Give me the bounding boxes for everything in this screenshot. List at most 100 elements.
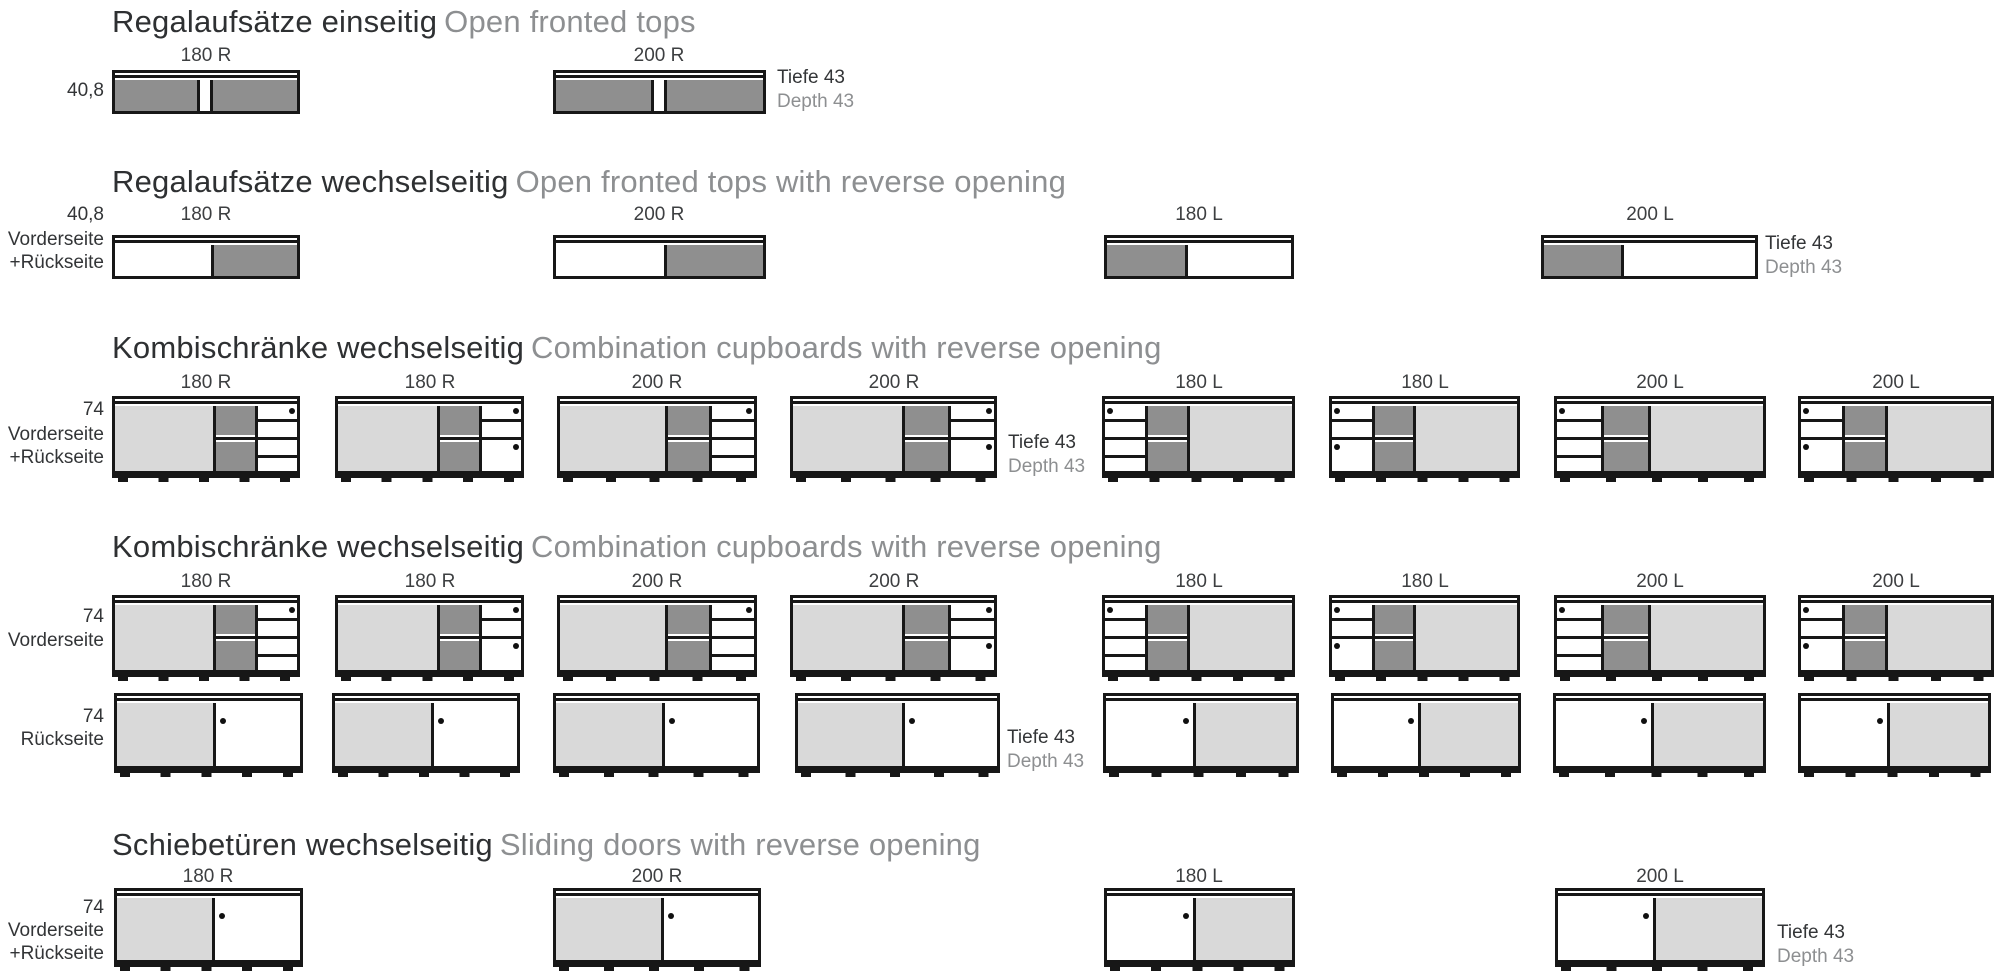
drawer <box>1801 623 1842 635</box>
shelf-gap <box>1148 435 1188 442</box>
drawer <box>257 442 297 453</box>
drawer-column <box>1557 406 1602 471</box>
drawer <box>1801 605 1842 617</box>
door-panel <box>338 406 440 471</box>
depth-label-en: Depth 43 <box>1008 456 1086 477</box>
handle-dot <box>289 607 295 613</box>
diagram-combi-200l-drawers <box>1554 396 1766 482</box>
sliding-door-white <box>1106 703 1197 766</box>
diagram-slide-back-180r <box>114 693 303 777</box>
mid-door <box>667 641 710 670</box>
drawer-gap <box>1801 417 1842 425</box>
drawer-gap <box>481 417 522 425</box>
small-door <box>950 442 994 472</box>
bottom-edge <box>560 471 754 475</box>
top-edge <box>1106 696 1296 703</box>
handle-dot <box>219 912 226 919</box>
top-edge <box>1105 598 1292 605</box>
handle-dot <box>513 444 519 451</box>
feet <box>563 478 751 482</box>
drawer <box>257 406 297 417</box>
top-edge <box>115 399 297 406</box>
top-edge <box>1105 399 1292 406</box>
size-label: 180 R <box>404 372 456 393</box>
depth-label-en: Depth 43 <box>777 91 855 112</box>
size-label: 180 R <box>180 571 232 592</box>
diagram-combi-200l-drawers <box>1554 595 1766 681</box>
mid-door <box>1374 442 1414 471</box>
sliding-door-white <box>1107 898 1196 960</box>
mid-door <box>1844 406 1885 435</box>
bottom-edge <box>560 670 754 674</box>
handle-dot <box>1334 408 1340 414</box>
drawer <box>481 406 521 418</box>
height-label: 74 <box>82 606 104 627</box>
top-edge <box>793 598 994 605</box>
drawer-gap <box>1557 417 1602 424</box>
drawer-gap <box>950 417 995 425</box>
drawer-gap <box>1332 616 1372 624</box>
open-panel <box>211 245 297 276</box>
handle-dot <box>1107 607 1113 613</box>
mid-door <box>1374 406 1414 435</box>
size-label: 180 L <box>1175 571 1223 592</box>
drawer <box>481 623 521 635</box>
shelf-gap <box>1148 634 1188 641</box>
diagram-combi-180l-drawers <box>1102 595 1295 681</box>
size-label: 180 L <box>1401 372 1449 393</box>
section4-title-de: Kombischränke wechselseitig <box>112 529 525 564</box>
drawer-gap <box>1332 435 1372 443</box>
door-panel <box>1884 605 1991 670</box>
door-panel <box>1884 406 1991 471</box>
depth-label-de: Tiefe 43 <box>777 67 845 88</box>
drawer-gap <box>1557 453 1602 460</box>
mid-doors <box>1145 406 1188 471</box>
drawer <box>1105 424 1146 435</box>
small-door <box>1332 641 1372 671</box>
front-side-label: Vorderseite <box>7 920 104 941</box>
drawer-gap <box>481 616 522 624</box>
small-door <box>950 641 994 671</box>
open-slot <box>196 80 213 111</box>
mid-door <box>439 442 479 471</box>
diagram-combi-180r-drawers <box>112 396 300 482</box>
drawer-gap <box>1105 616 1146 623</box>
bottom-edge <box>1801 471 1991 475</box>
door-panel <box>1647 605 1763 670</box>
depth-label-de: Tiefe 43 <box>1765 233 1833 254</box>
mid-door <box>216 442 255 471</box>
bottom-edge <box>1557 670 1763 674</box>
height-label: 74 <box>82 399 104 420</box>
bottom-edge <box>1106 766 1296 770</box>
open-slot <box>651 80 668 111</box>
bottom-edge <box>556 960 758 964</box>
diagram-slide-back-180l <box>1331 693 1521 777</box>
door-panel <box>560 605 668 670</box>
sliding-door-gray <box>1655 898 1762 960</box>
handle-dot <box>1334 607 1340 613</box>
drawer-gap <box>481 435 522 443</box>
depth-label-en: Depth 43 <box>1765 257 1843 278</box>
mid-doors <box>1841 605 1885 670</box>
mid-door <box>1604 406 1648 435</box>
open-panel <box>1107 245 1188 276</box>
drawer <box>712 659 754 670</box>
diagram-combi-200r-drawers <box>557 595 757 681</box>
shelf-gap <box>1604 435 1648 442</box>
drawer <box>1557 442 1602 453</box>
top-edge <box>1801 598 1991 605</box>
diagram-combi-180l-drawers-door <box>1329 595 1520 681</box>
drawer <box>257 424 297 435</box>
drawer-column <box>1801 406 1842 472</box>
size-label: 200 L <box>1626 204 1674 225</box>
drawer <box>1557 424 1602 435</box>
mid-door <box>1604 442 1648 471</box>
bottom-edge <box>338 670 521 674</box>
top-edge <box>115 598 297 605</box>
top-edge <box>560 598 754 605</box>
mid-doors <box>1371 406 1414 471</box>
drawer-gap <box>712 453 754 460</box>
drawer <box>712 424 754 435</box>
sliding-door-gray <box>556 703 662 766</box>
small-door <box>481 641 521 671</box>
